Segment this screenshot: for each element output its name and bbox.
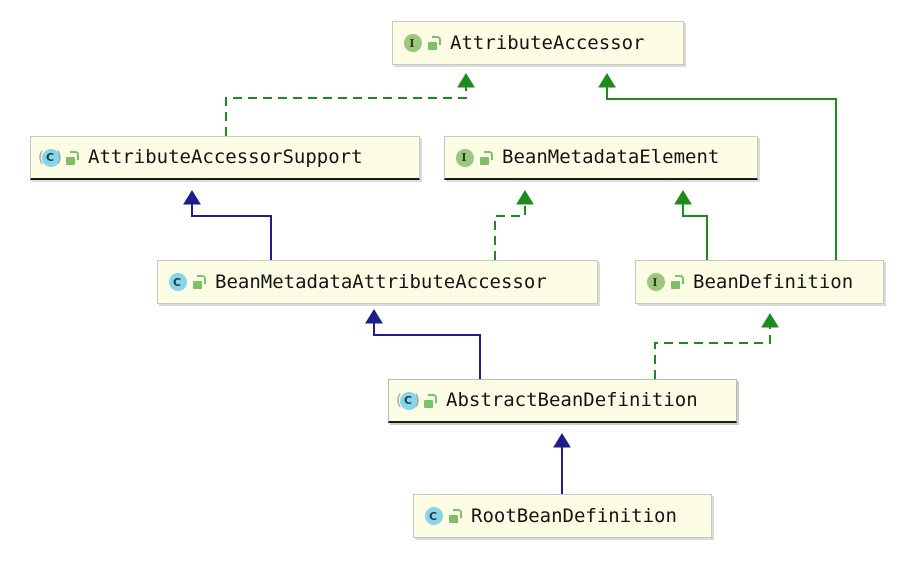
uml-node-label: BeanMetadataAttributeAccessor [215, 270, 547, 293]
padlock-shackle [484, 150, 493, 160]
arrowhead [516, 190, 534, 205]
edge-extends [183, 190, 272, 260]
arrowhead [457, 73, 475, 88]
padlock-body [480, 156, 489, 165]
padlock-shackle [432, 36, 441, 45]
class-icon: C [166, 271, 188, 293]
type-icon-letter: I [461, 151, 467, 164]
edge-extends [598, 73, 837, 260]
padlock-body [424, 399, 433, 408]
edge-implements [654, 313, 779, 379]
padlock-body [671, 281, 680, 289]
uml-node-attributeaccessor[interactable]: I AttributeAccessor [392, 21, 684, 65]
abstract-paren-right: ) [414, 390, 420, 409]
type-icon-disc [647, 273, 665, 291]
type-icon-disc [42, 148, 60, 167]
abstract-paren-left: ( [38, 147, 44, 166]
unlocked-padlock-icon [478, 150, 493, 166]
type-icon-letter: C [45, 151, 55, 164]
unlocked-padlock-icon [426, 35, 441, 51]
uml-node-beanmetadataattributeaccessor[interactable]: C BeanMetadataAttributeAccessor [157, 260, 598, 304]
arrowhead [553, 433, 571, 448]
padlock-body [449, 515, 458, 523]
interface-icon: I [401, 32, 423, 54]
type-icon-letter: C [172, 275, 182, 289]
uml-node-abstractbeandefinition[interactable]: ()C AbstractBeanDefinition [388, 379, 737, 423]
padlock-body [66, 156, 75, 165]
type-icon-letter: C [428, 509, 438, 523]
uml-node-label: AttributeAccessor [450, 31, 645, 54]
node-icon-group: C [166, 271, 206, 293]
edge-implements [225, 73, 475, 136]
edge-implements [494, 190, 534, 260]
padlock-body [428, 42, 437, 50]
abstract-class-icon: ()C [38, 147, 62, 169]
arrowhead [598, 73, 616, 88]
node-icon-group: ()C [396, 390, 437, 412]
edge-extends [553, 433, 571, 494]
arrowhead [674, 190, 692, 205]
type-icon-disc [400, 391, 418, 410]
node-icon-group: C [422, 505, 462, 527]
uml-node-label: AttributeAccessorSupport [88, 146, 363, 168]
unlocked-padlock-icon [669, 274, 684, 290]
node-icon-group: ()C [38, 147, 79, 169]
arrowhead [761, 313, 779, 328]
uml-node-beanmetadataelement[interactable]: I BeanMetadataElement [444, 136, 758, 180]
node-icon-group: I [644, 271, 684, 293]
edge-extends [365, 309, 481, 379]
arrowhead [365, 309, 383, 324]
padlock-shackle [428, 393, 437, 403]
class-icon: C [422, 505, 444, 527]
type-icon-letter: C [403, 394, 413, 407]
interface-icon: I [453, 147, 475, 169]
padlock-shackle [675, 275, 684, 284]
abstract-paren-left: ( [396, 390, 402, 409]
edge-extends [674, 190, 708, 260]
uml-node-rootbeandefinition[interactable]: C RootBeanDefinition [413, 494, 712, 538]
unlocked-padlock-icon [447, 508, 462, 524]
uml-node-label: RootBeanDefinition [471, 504, 677, 527]
padlock-shackle [70, 150, 79, 160]
unlocked-padlock-icon [64, 150, 79, 166]
type-icon-disc [169, 273, 187, 291]
abstract-class-icon: ()C [396, 390, 420, 412]
type-icon-disc [456, 148, 474, 167]
padlock-shackle [453, 509, 462, 518]
uml-node-label: BeanDefinition [693, 270, 854, 293]
arrowhead [183, 190, 201, 205]
unlocked-padlock-icon [191, 274, 206, 290]
padlock-body [193, 281, 202, 289]
node-icon-group: I [453, 147, 493, 169]
node-icon-group: I [401, 32, 441, 54]
uml-node-attributeaccessorsupport[interactable]: ()C AttributeAccessorSupport [30, 136, 420, 180]
type-icon-disc [404, 34, 422, 52]
uml-node-label: AbstractBeanDefinition [446, 389, 698, 411]
interface-icon: I [644, 271, 666, 293]
abstract-paren-right: ) [56, 147, 62, 166]
type-icon-letter: I [652, 275, 658, 289]
padlock-shackle [197, 275, 206, 284]
unlocked-padlock-icon [422, 393, 437, 409]
type-icon-letter: I [409, 36, 415, 50]
uml-node-beandefinition[interactable]: I BeanDefinition [635, 260, 884, 304]
type-icon-disc [425, 507, 443, 525]
uml-node-label: BeanMetadataElement [502, 146, 720, 168]
